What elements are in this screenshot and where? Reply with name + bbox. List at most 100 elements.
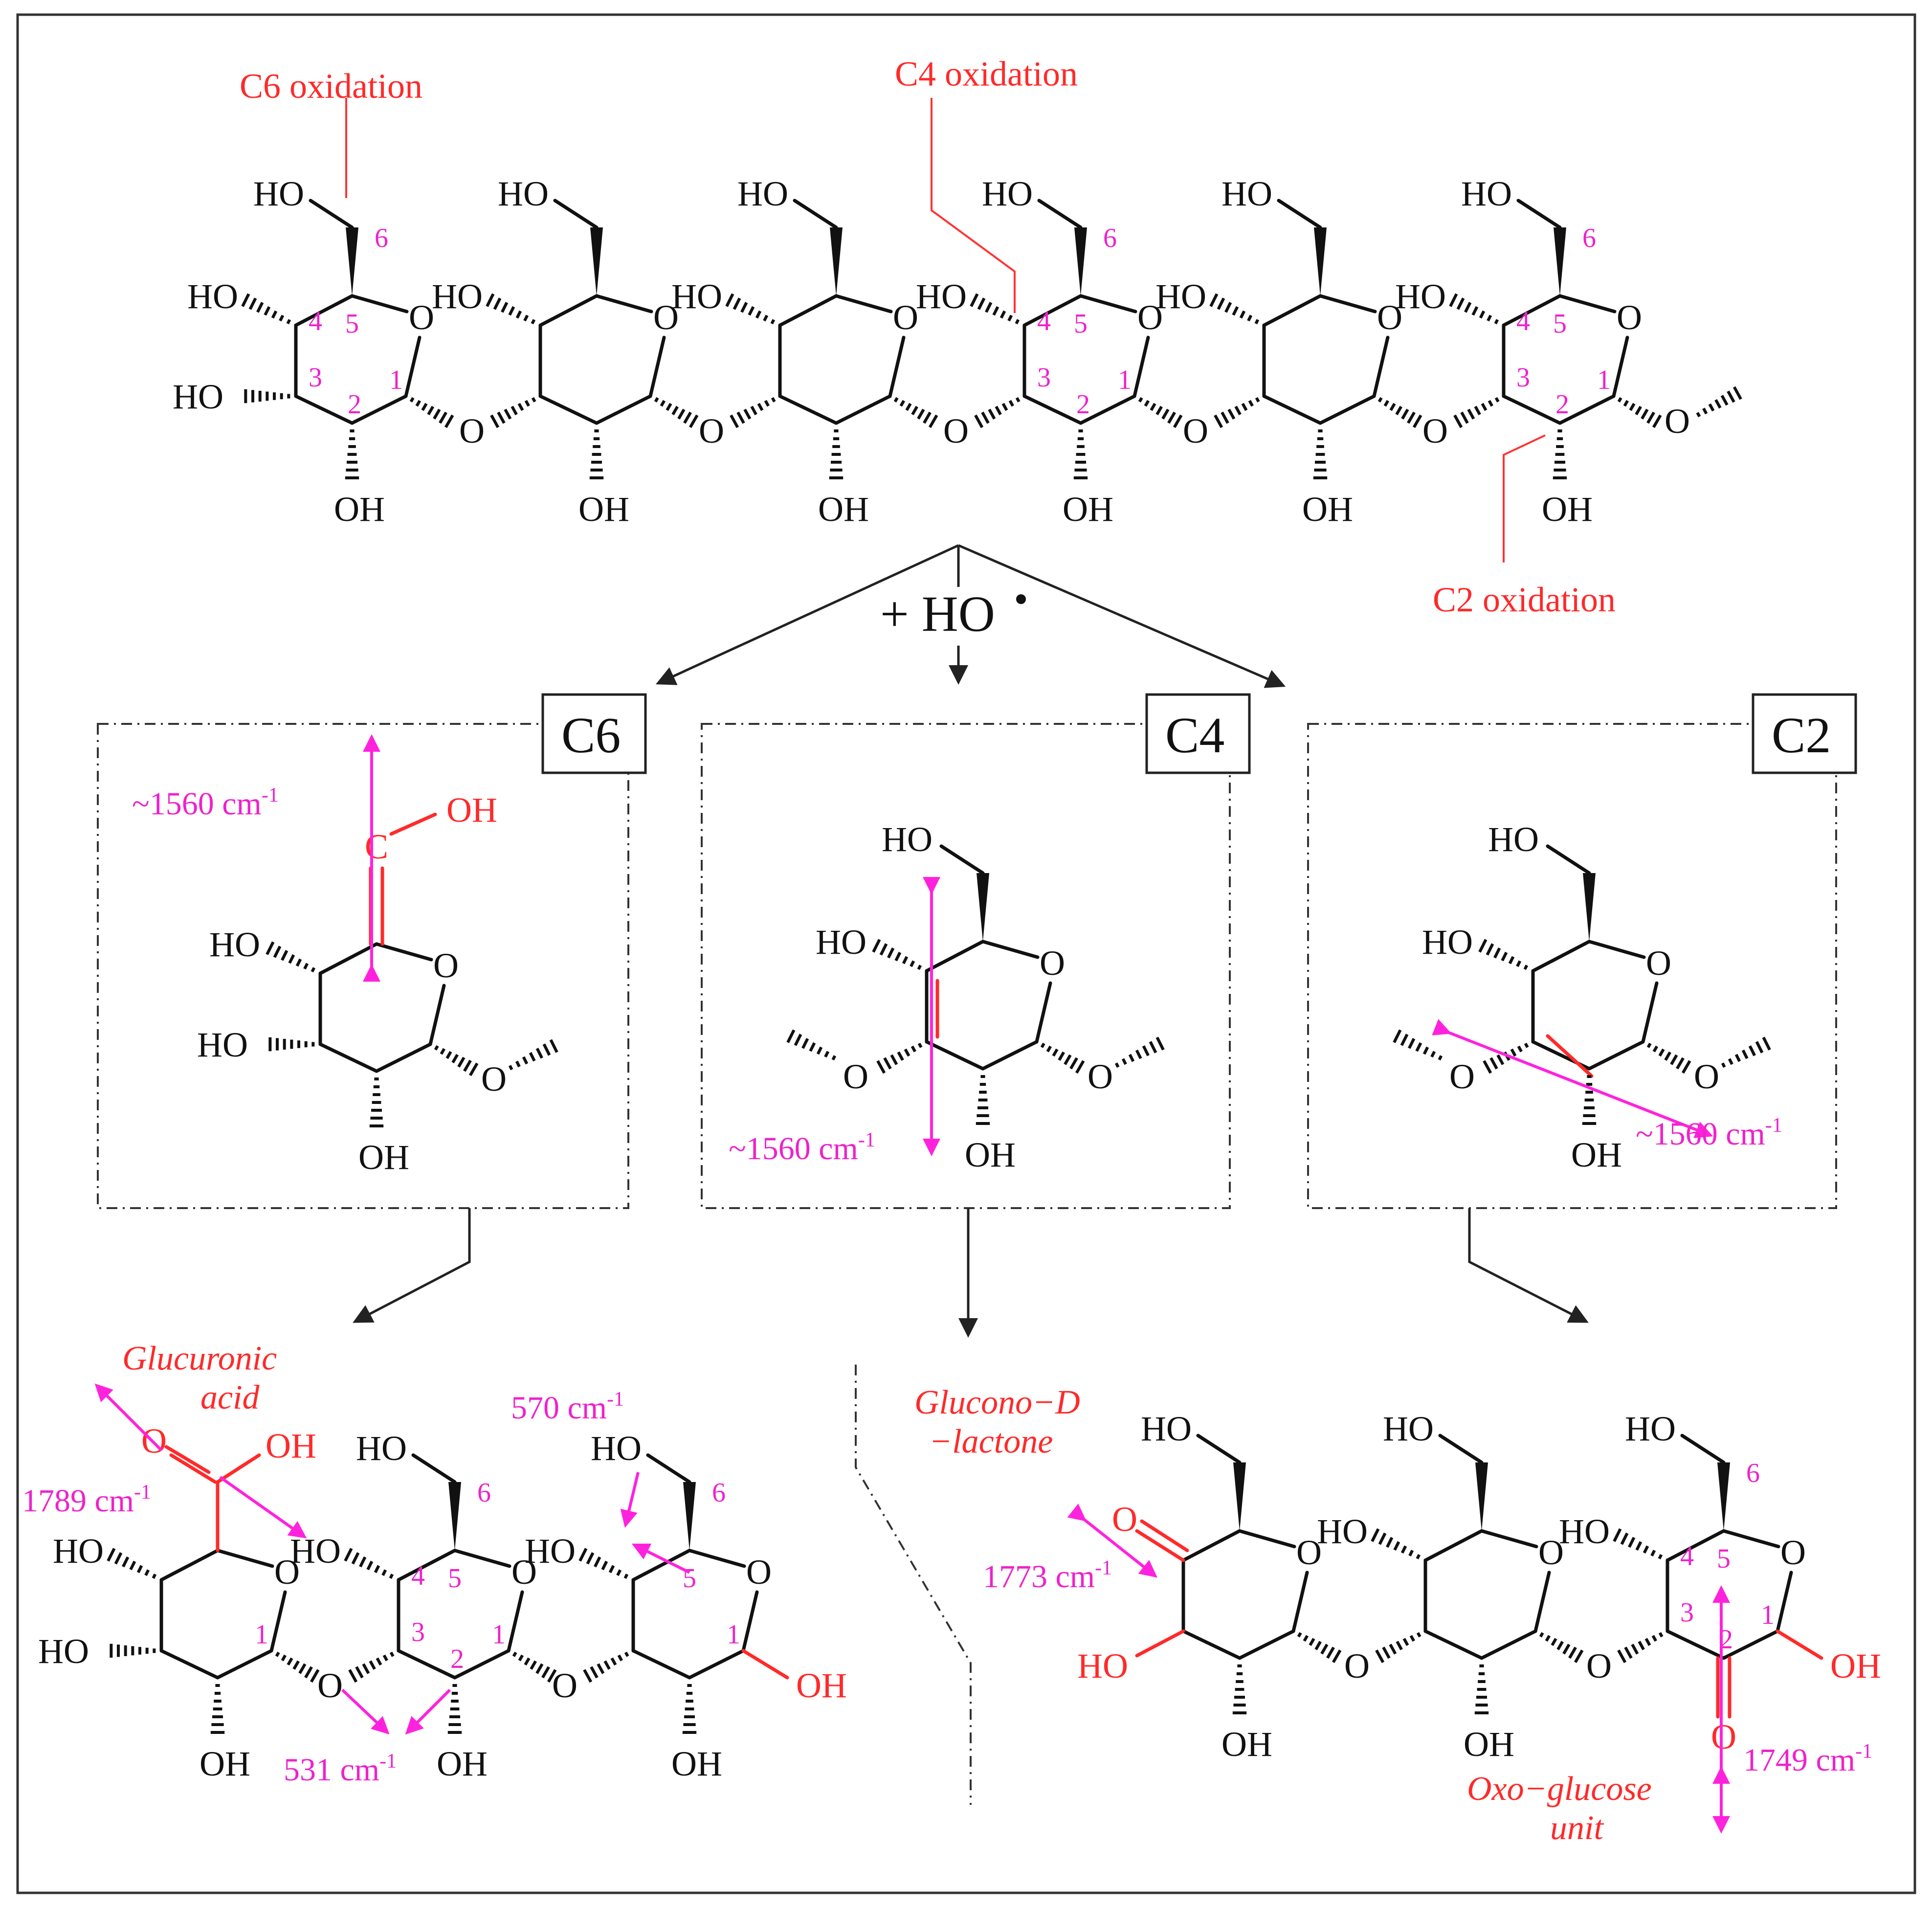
hash-stroke (542, 1043, 551, 1056)
glucuronic-acid-label-2: acid (200, 1379, 260, 1416)
bond (1533, 1571, 1551, 1633)
bond (595, 394, 652, 425)
hash-stroke (1008, 400, 1014, 407)
hash-stroke (547, 1669, 557, 1683)
c6-carbon: C (365, 827, 388, 866)
hash-stroke (1396, 1640, 1403, 1651)
bond (631, 1649, 691, 1680)
c6-hydroxyl: HO (1221, 174, 1272, 213)
hash-stroke (1644, 1638, 1651, 1646)
c4-hydroxyl: HO (671, 277, 722, 316)
hash-stroke (1708, 403, 1715, 412)
hash-stroke (287, 1657, 293, 1666)
hash-stroke (597, 1663, 605, 1674)
ring-oxygen: O (1617, 298, 1642, 337)
hash-stroke (409, 397, 415, 403)
hash-stroke (917, 965, 922, 970)
c2-c3-double (1546, 1034, 1594, 1078)
c1-hash (409, 397, 454, 428)
hash-stroke (524, 1657, 531, 1666)
bond (595, 294, 653, 314)
hash-stroke (1741, 1049, 1749, 1059)
hash-stroke (1556, 1640, 1564, 1650)
hash-stroke (541, 1666, 550, 1679)
c3-hash (490, 397, 536, 428)
hashed-bond (210, 1684, 225, 1734)
ring-number-3: 3 (1516, 362, 1530, 393)
hash-stroke (1631, 1643, 1639, 1655)
carbonyl-b (164, 1445, 211, 1474)
hash-stroke (683, 411, 692, 424)
hash-stroke (1415, 1042, 1422, 1052)
hash-stroke (1641, 408, 1649, 420)
c4-hash (1209, 293, 1260, 325)
hashed-bond (1613, 1528, 1663, 1560)
hashed-bond (976, 1075, 990, 1125)
c2-tag-box (1752, 693, 1857, 774)
ring-number-1: 1 (727, 1619, 740, 1650)
hash-stroke (743, 408, 752, 420)
hash-stroke (303, 963, 309, 970)
text: O (552, 1666, 577, 1705)
hash-stroke (1150, 403, 1156, 411)
text: O (1040, 943, 1065, 983)
c4-hydroxyl: HO (187, 277, 238, 316)
c6-oh-bond (389, 812, 437, 836)
bond (216, 1649, 273, 1680)
hash-stroke (501, 302, 509, 313)
bond (1641, 981, 1659, 1044)
hash-stroke (981, 411, 990, 424)
hash-stroke (531, 319, 536, 325)
c3-hydroxyl: HO (173, 377, 223, 416)
ring-number-2: 2 (1555, 389, 1569, 420)
hash-stroke (518, 1654, 524, 1662)
arrow-to-c6-box (655, 544, 959, 685)
bond (981, 940, 1040, 959)
left-hash (786, 1029, 837, 1061)
bond (1558, 394, 1616, 425)
bond (1035, 981, 1052, 1044)
hashed-bond (1478, 939, 1529, 970)
hash-stroke (359, 1556, 367, 1568)
hash-stroke (1658, 1048, 1665, 1057)
hashed-bond (682, 1684, 697, 1734)
hash-stroke (439, 411, 447, 424)
c3-hash (974, 397, 1021, 428)
hash-stroke (382, 1654, 388, 1662)
hash-stroke (910, 1045, 916, 1053)
bond (538, 294, 599, 327)
c6-oh-bond (1516, 199, 1562, 229)
hash-stroke (623, 1573, 629, 1579)
hash-stroke (1501, 951, 1508, 962)
bond (294, 294, 354, 327)
ring-oxygen: O (1377, 298, 1402, 337)
hash-stroke (624, 1651, 629, 1657)
hash-stroke (264, 306, 271, 316)
text: HO (1559, 1512, 1610, 1551)
w1789-label: 1789 cm-1 (22, 1481, 151, 1519)
ring-number-1: 1 (1597, 365, 1611, 395)
bond (453, 1549, 511, 1568)
c2-hydroxyl: OH (1542, 490, 1593, 529)
text: O (746, 1552, 772, 1592)
hash-stroke (298, 1663, 307, 1674)
hash-stroke (1456, 297, 1465, 310)
ring-number-3: 3 (411, 1617, 425, 1647)
hash-stroke (583, 1669, 593, 1683)
ring-number-6: 6 (1103, 223, 1117, 253)
hash-stroke (988, 408, 996, 420)
bond (939, 844, 985, 875)
hash-stroke (1408, 1550, 1414, 1557)
hash-stroke (369, 1660, 376, 1670)
hash-stroke (275, 1651, 280, 1657)
c4-hash (241, 293, 291, 325)
hash-stroke (1416, 1554, 1421, 1560)
bond (159, 1549, 220, 1582)
ring-number-1: 1 (255, 1619, 268, 1650)
